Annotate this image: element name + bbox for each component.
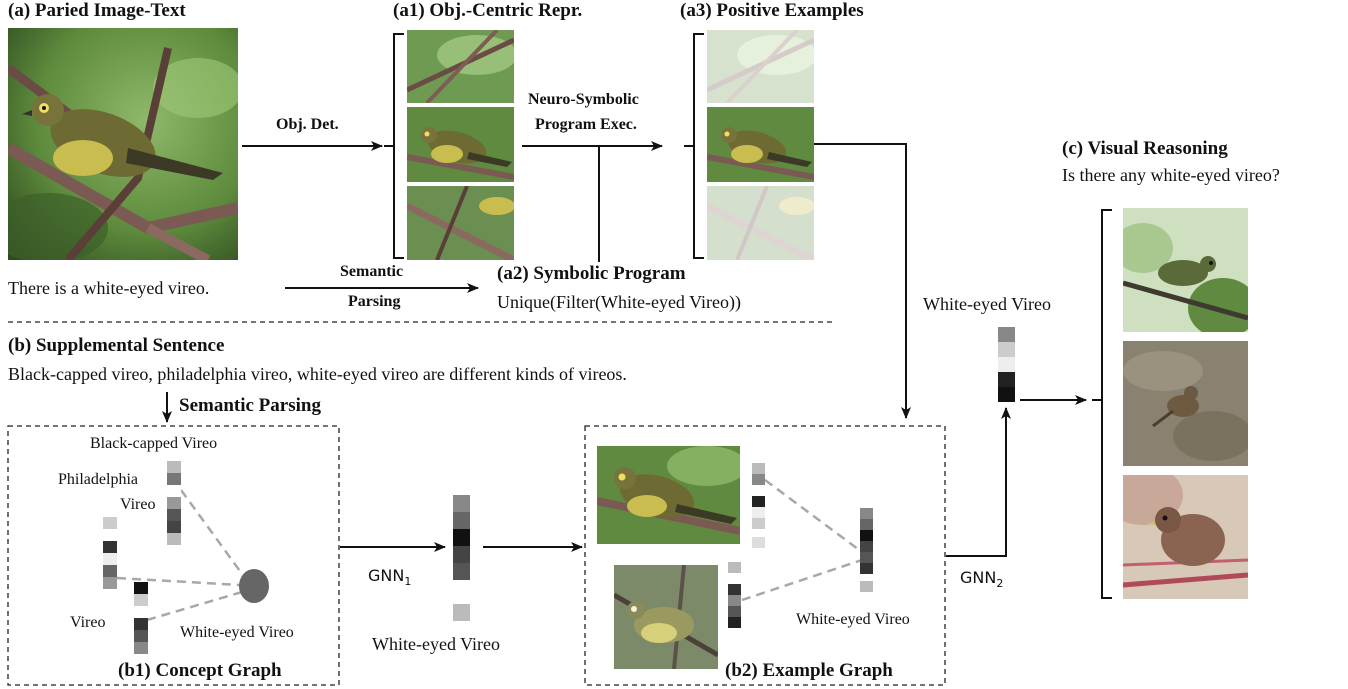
semantic-parsing-label: Semantic Parsing [179, 395, 321, 416]
supplemental-sentence: Black-capped vireo, philadelphia vireo, … [8, 364, 627, 384]
panel-a2-title: (a2) Symbolic Program [497, 263, 686, 284]
panel-a1-title: (a1) Obj.-Centric Repr. [393, 0, 583, 21]
panel-c-title: (c) Visual Reasoning [1062, 138, 1228, 159]
output-embedding-label: White-eyed Vireo [923, 294, 1052, 314]
neuro-symbolic-label-1: Neuro-Symbolic [528, 91, 639, 108]
panel-a3-title: (a3) Positive Examples [680, 0, 864, 21]
example-graph-box [584, 425, 946, 686]
panel-b1-title: (b1) Concept Graph [118, 660, 282, 681]
panel-b-title: (b) Supplemental Sentence [8, 335, 225, 356]
example-vector-1 [752, 463, 765, 548]
gnn2-arrow [946, 407, 1011, 557]
object-crop-3 [407, 186, 514, 260]
concept-graph-box [7, 425, 340, 686]
positive-example-3 [707, 186, 814, 260]
paired-image [8, 28, 238, 260]
example-node-label: White-eyed Vireo [796, 611, 910, 628]
positive-example-1 [707, 30, 814, 103]
white-eyed-vireo-node [239, 569, 269, 603]
philadelphia-label: Philadelphia [58, 471, 138, 488]
c-bracket [1101, 209, 1112, 599]
positive-to-example-arrow [814, 143, 911, 419]
gnn1-output-vector [453, 495, 470, 621]
black-capped-vector [167, 461, 181, 545]
semantic-label: Semantic [340, 263, 404, 280]
panel-b2-title: (b2) Example Graph [725, 660, 893, 681]
example-vector-2 [728, 562, 741, 628]
philadelphia-vector [103, 517, 117, 589]
example-center-vector [860, 508, 873, 592]
white-eyed-label: White-eyed Vireo [180, 624, 294, 641]
vireo-label: Vireo [70, 614, 106, 631]
positive-example-2 [707, 107, 814, 182]
candidate-image-2 [1123, 341, 1248, 466]
gnn1-label: GNN1 [368, 566, 412, 589]
gnn1-output-label: White-eyed Vireo [372, 634, 501, 654]
philadelphia-vireo-label: Vireo [120, 496, 156, 513]
object-crop-1 [407, 30, 514, 103]
example-image-1 [597, 446, 740, 544]
example-image-2 [614, 565, 718, 669]
candidate-image-3 [1123, 475, 1248, 599]
panel-a-title: (a) Paried Image-Text [8, 0, 186, 21]
black-capped-label: Black-capped Vireo [90, 435, 218, 452]
reasoning-question: Is there any white-eyed vireo? [1062, 165, 1280, 185]
vireo-vector [134, 582, 148, 654]
output-vector [998, 327, 1015, 402]
obj-det-label: Obj. Det. [276, 116, 339, 133]
parsing-label: Parsing [348, 293, 401, 310]
candidate-image-1 [1123, 208, 1248, 332]
gnn2-label: GNN2 [960, 568, 1004, 591]
object-crop-2 [407, 107, 514, 182]
paired-sentence: There is a white-eyed vireo. [8, 278, 210, 298]
neuro-symbolic-label-2: Program Exec. [535, 116, 637, 133]
symbolic-program: Unique(Filter(White-eyed Vireo)) [497, 292, 741, 312]
